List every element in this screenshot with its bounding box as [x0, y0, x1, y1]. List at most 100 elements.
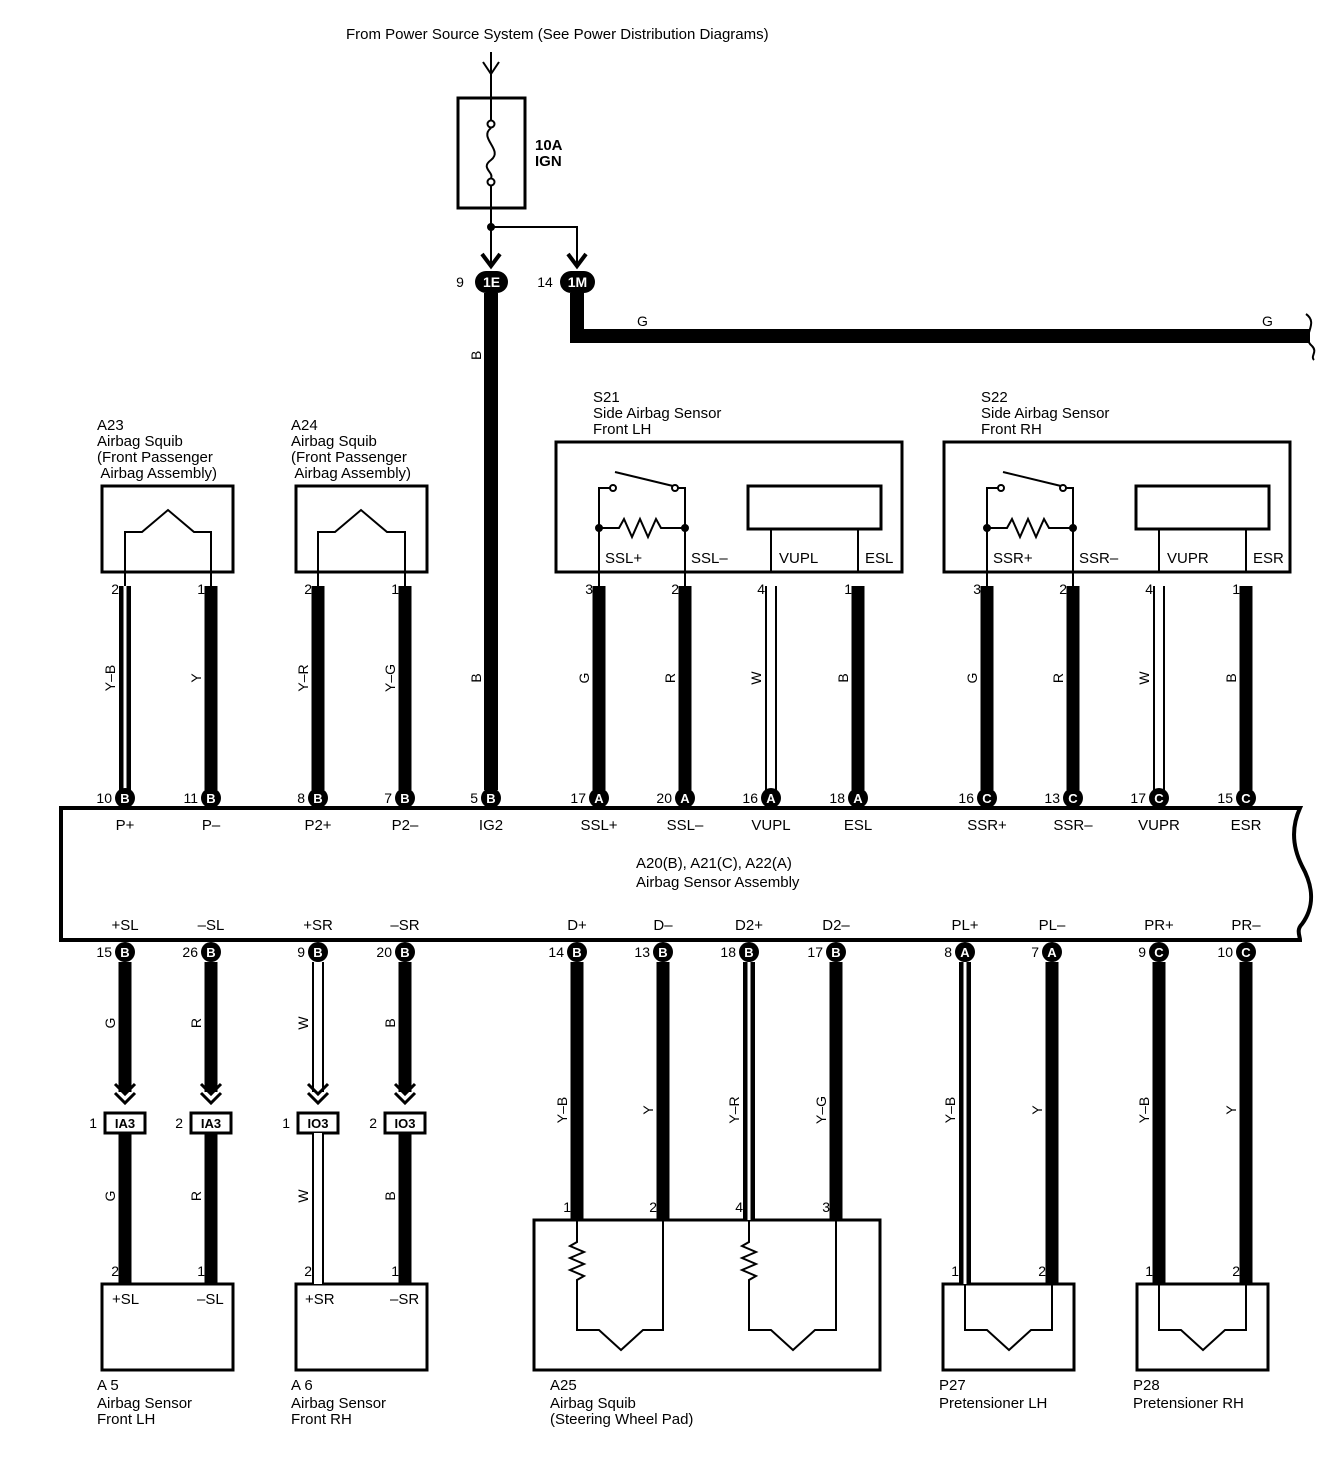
ecu-pin: 14	[548, 944, 564, 960]
connector-B: B	[308, 942, 328, 962]
svg-text:C: C	[1068, 791, 1078, 806]
svg-text:SSL+: SSL+	[605, 550, 642, 567]
side-sensor-lh-terminals: SSL+ SSL– VUPL ESL	[605, 550, 893, 567]
ecu-terminal-label: D+	[567, 917, 587, 934]
wire-color-label: B	[382, 1191, 398, 1200]
ecu-pin: 17	[807, 944, 823, 960]
svg-text:9: 9	[456, 274, 464, 290]
svg-text:Airbag Squib: Airbag Squib	[291, 433, 377, 450]
ecu-pin: 17	[570, 790, 586, 806]
component-pin: 2	[111, 581, 119, 597]
connector-A: A	[675, 788, 695, 808]
fuse-icon	[485, 98, 496, 208]
ecu-pin: 10	[1217, 944, 1233, 960]
svg-text:P28: P28	[1133, 1377, 1160, 1394]
g-wire-color-right: G	[1262, 313, 1273, 329]
wire-color-label: Y–B	[102, 665, 118, 691]
svg-text:IA3: IA3	[115, 1116, 135, 1131]
g-bus-wire	[570, 293, 1310, 343]
double-arrow-icon	[306, 1082, 330, 1106]
ecu-terminal-label: IG2	[479, 817, 503, 834]
wire-color-label: R	[662, 673, 678, 683]
ecu-pin: 26	[182, 944, 198, 960]
ecu-pin: 7	[384, 790, 392, 806]
svg-text:Front RH: Front RH	[981, 421, 1042, 438]
svg-text:(Front Passenger: (Front Passenger	[291, 449, 407, 466]
connector-A: A	[589, 788, 609, 808]
wire-color-label: W	[295, 1016, 311, 1030]
ecu-terminal-label: SSR+	[967, 817, 1007, 834]
svg-text:C: C	[1241, 791, 1251, 806]
wire-color-label: W	[1136, 671, 1152, 685]
svg-text:Side Airbag Sensor: Side Airbag Sensor	[981, 405, 1109, 422]
component-pin: 1	[844, 581, 852, 597]
svg-text:B: B	[572, 945, 581, 960]
component-pin: 1	[391, 581, 399, 597]
svg-text:+SR: +SR	[305, 1291, 335, 1308]
component-pin: 2	[1232, 1263, 1240, 1279]
ecu-terminal-label: –SR	[390, 917, 419, 934]
wire-color-label: B	[1223, 673, 1239, 682]
svg-text:B: B	[120, 791, 129, 806]
ecu-pin: 8	[944, 944, 952, 960]
svg-text:SSR–: SSR–	[1079, 550, 1119, 567]
connector-A: A	[1042, 942, 1062, 962]
svg-text:IA3: IA3	[201, 1116, 221, 1131]
component-pin: 2	[304, 1263, 312, 1279]
fuse-name: IGN	[535, 153, 562, 170]
connector-B: B	[567, 942, 587, 962]
connector-C: C	[1236, 942, 1256, 962]
svg-text:VUPL: VUPL	[779, 550, 818, 567]
svg-text:B: B	[120, 945, 129, 960]
connector-B: B	[115, 942, 135, 962]
wire-color-label: Y	[1223, 1105, 1239, 1115]
connector-B: B	[395, 942, 415, 962]
wire-color-label: R	[188, 1018, 204, 1028]
svg-text:+SL: +SL	[112, 1291, 139, 1308]
svg-text:A24: A24	[291, 417, 318, 434]
side-sensor-rh-terminals: SSR+ SSR– VUPR ESR	[993, 550, 1284, 567]
svg-text:–SR: –SR	[390, 1291, 419, 1308]
svg-text:A: A	[853, 791, 863, 806]
wire-color-label: B	[835, 673, 851, 682]
junction-pin: 2	[175, 1115, 183, 1131]
wire-color-label: W	[295, 1189, 311, 1203]
svg-text:14: 14	[537, 274, 553, 290]
connector-A: A	[761, 788, 781, 808]
svg-text:C: C	[1154, 945, 1164, 960]
component-pin: 4	[1145, 581, 1153, 597]
svg-text:C: C	[1154, 791, 1164, 806]
ecu-terminal-label: D2+	[735, 917, 763, 934]
wire-color-label: Y–G	[382, 664, 398, 692]
ecu-pin: 20	[376, 944, 392, 960]
svg-text:VUPR: VUPR	[1167, 550, 1209, 567]
connector-B: B	[308, 788, 328, 808]
connector-B: B	[826, 942, 846, 962]
ecu-pin: 13	[634, 944, 650, 960]
svg-text:Airbag Assembly): Airbag Assembly)	[97, 465, 217, 482]
connector-B: B	[739, 942, 759, 962]
ecu-terminal-label: +SR	[303, 917, 333, 934]
svg-text:Airbag Sensor: Airbag Sensor	[97, 1395, 192, 1412]
wire-color-label: Y–R	[295, 664, 311, 691]
svg-text:(Steering Wheel Pad): (Steering Wheel Pad)	[550, 1411, 693, 1428]
ecu-pin: 10	[96, 790, 112, 806]
ecu-terminal-label: D–	[653, 917, 673, 934]
ecu-terminal-label: SSL–	[667, 817, 704, 834]
svg-text:B: B	[206, 791, 215, 806]
component-pin: 2	[304, 581, 312, 597]
ecu-pin: 11	[183, 790, 198, 806]
connector-A: A	[848, 788, 868, 808]
svg-text:B: B	[658, 945, 667, 960]
